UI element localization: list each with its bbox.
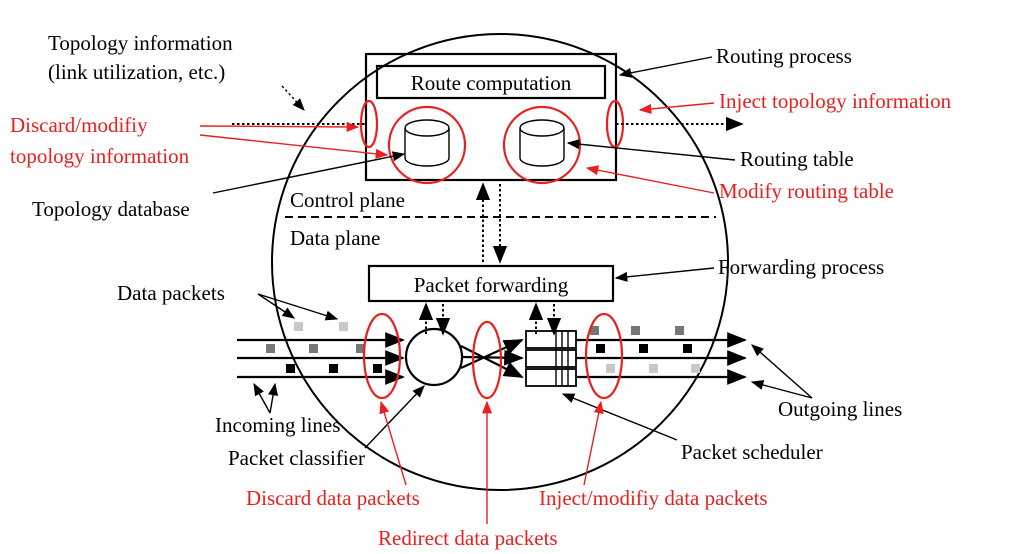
- outgoing-lines-pointer-1: [751, 344, 813, 399]
- discard-topology-pointer-2: [199, 134, 389, 159]
- incoming-lines-label: Incoming lines: [215, 413, 340, 437]
- packet-classifier-label: Packet classifier: [228, 446, 365, 470]
- packet-classifier-circle: [404, 327, 464, 387]
- incoming-lines-pointer-2: [268, 382, 279, 414]
- forwarding-process-pointer: [614, 267, 715, 282]
- control-plane-label: Control plane: [290, 188, 405, 212]
- packet-forwarding-box: [367, 264, 615, 303]
- inject-modify-data-packets-pointer: [583, 400, 604, 486]
- discard-data-packets-pointer: [379, 400, 407, 486]
- discard-topology-pointer-1: [199, 121, 360, 132]
- discard-data-packets-label: Discard data packets: [246, 486, 420, 510]
- incoming-packets: [266, 322, 382, 373]
- inject-packets-ring: [584, 312, 624, 400]
- topology-database-label: Topology database: [32, 197, 190, 221]
- modify-routing-table-label: Modify routing table: [719, 179, 894, 203]
- data-packets-pointer-2: [257, 293, 339, 321]
- outgoing-packets: [590, 326, 700, 373]
- topology-info-label-2: (link utilization, etc.): [48, 60, 225, 84]
- routing-process-label: Routing process: [716, 44, 852, 68]
- classifier-to-queue-lines: [460, 339, 524, 378]
- data-plane-label: Data plane: [290, 226, 380, 250]
- packet-scheduler-queues: [525, 330, 577, 387]
- incoming-lines-pointer-1: [253, 382, 271, 414]
- inject-modify-data-packets-label: Inject/modifiy data packets: [539, 486, 768, 510]
- routing-process-box: [364, 52, 618, 182]
- packet-forwarding-label: Packet forwarding: [414, 273, 569, 297]
- router-boundary: [271, 33, 729, 491]
- outgoing-lines: [577, 332, 747, 385]
- discard-topology-label-1: Discard/modifiy: [10, 113, 148, 137]
- routing-table-label: Routing table: [740, 147, 854, 171]
- inject-topology-pointer: [638, 102, 715, 114]
- packet-scheduler-label: Packet scheduler: [681, 440, 823, 464]
- topology-info-pointer: [281, 85, 305, 111]
- data-packets-pointer-1: [257, 293, 296, 319]
- topology-ingress-ring: [359, 99, 379, 149]
- modify-routing-table-ring: [502, 105, 582, 185]
- routing-table-pointer: [566, 139, 736, 161]
- route-computation-label: Route computation: [411, 71, 572, 95]
- topology-database-icon: [404, 119, 450, 167]
- route-computation-box: [375, 64, 607, 100]
- packet-scheduler-pointer: [561, 393, 678, 441]
- routing-table-icon: [519, 119, 565, 167]
- outgoing-lines-label: Outgoing lines: [778, 397, 902, 421]
- discard-topology-ring: [387, 105, 467, 185]
- inject-topology-label: Inject topology information: [719, 89, 952, 113]
- packet-classifier-pointer: [364, 385, 425, 449]
- discard-topology-label-2: topology information: [10, 144, 190, 168]
- incoming-lines: [237, 332, 405, 385]
- redirect-packets-ring: [471, 320, 503, 400]
- routing-process-pointer: [618, 56, 713, 78]
- outgoing-lines-pointer-2: [750, 380, 813, 399]
- redirect-data-packets-label: Redirect data packets: [378, 526, 558, 550]
- discard-packets-ring: [362, 312, 402, 400]
- topology-info-label-1: Topology information: [48, 31, 233, 55]
- data-packets-label: Data packets: [117, 281, 225, 305]
- topology-database-pointer: [212, 151, 406, 194]
- modify-routing-table-pointer: [585, 165, 715, 194]
- forwarding-process-label: Forwarding process: [718, 255, 884, 279]
